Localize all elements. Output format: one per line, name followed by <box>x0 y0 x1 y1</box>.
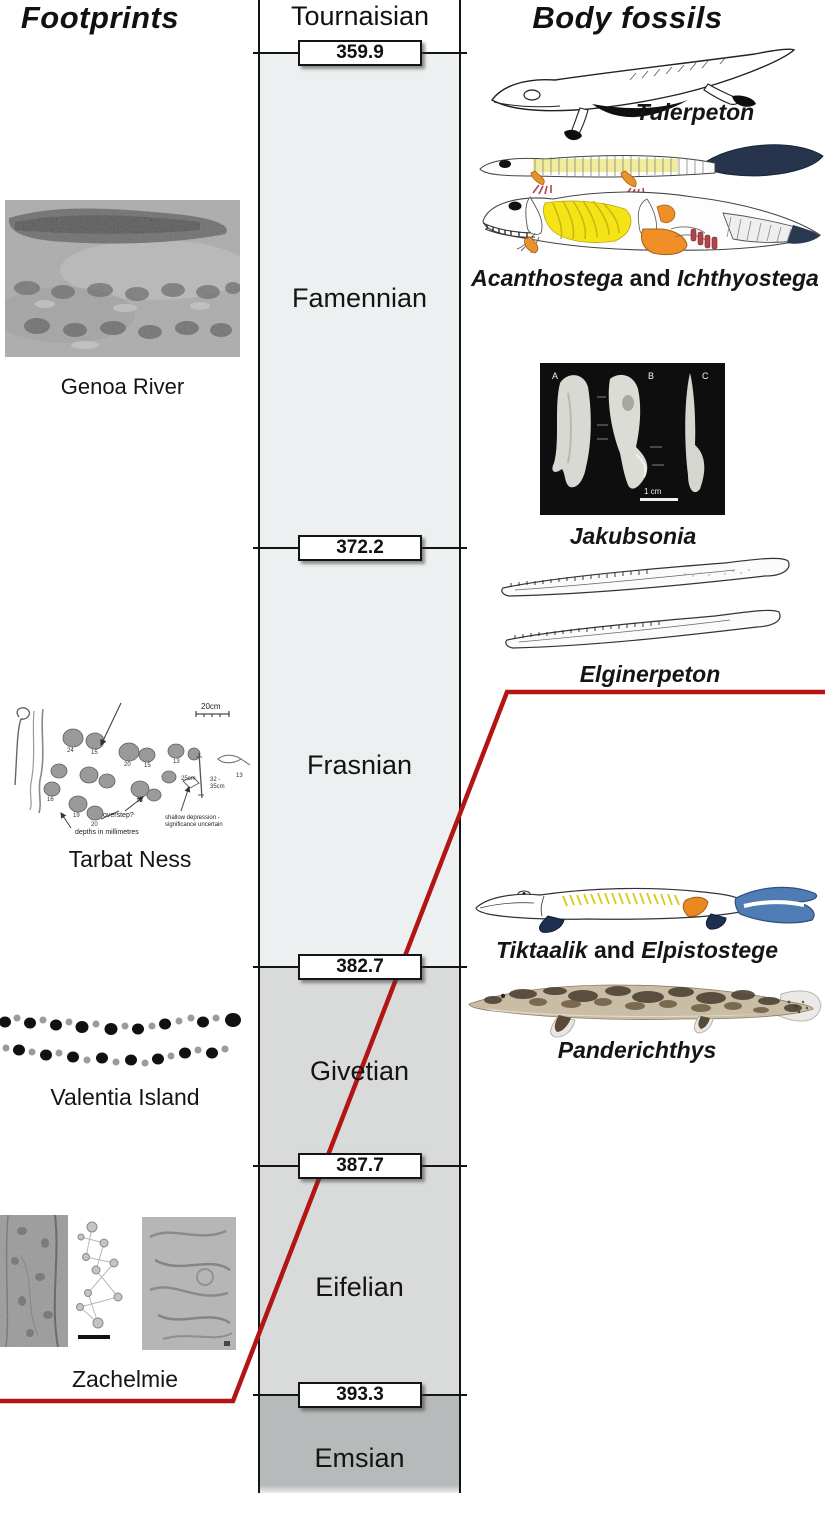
taxon-name: Tiktaalik <box>495 937 588 963</box>
taxon-name: Elpistostege <box>641 937 779 963</box>
taxon-name: Tulerpeton <box>635 99 755 125</box>
valentia-island-trackway-drawing <box>0 1013 241 1067</box>
stage-section-famennian <box>260 54 459 548</box>
site-label-genoa-river: Genoa River <box>60 374 185 399</box>
site-label-zachelmie: Zachelmie <box>71 1366 179 1392</box>
column-left-border <box>258 0 260 1493</box>
age-box-382-7: 382.7 <box>298 954 422 980</box>
stage-section-emsian <box>260 1395 459 1493</box>
taxon-name: Ichthyostega <box>676 265 819 291</box>
taxon-name: Jakubsonia <box>569 523 697 549</box>
stage-label-tournaisian: Tournaisian <box>290 1 430 31</box>
taxon-label-panderichthys: Panderichthys <box>537 1037 737 1064</box>
track-number: 20 <box>124 762 131 768</box>
tarbat-range-note-2: 35cm <box>210 784 225 790</box>
tarbat-scale-label: 20cm <box>201 702 221 711</box>
track-number: 24 <box>67 748 74 754</box>
jakubsonia-scale-label: 1 cm <box>644 487 662 496</box>
tulerpeton-reconstruction-drawing <box>490 48 796 141</box>
age-box-372-2: 372.2 <box>298 535 422 561</box>
age-box-359-9: 359.9 <box>298 40 422 66</box>
body-fossils-column-header: Body fossils <box>532 0 723 35</box>
tarbat-shallow-caption-2: significance uncertain <box>165 822 223 828</box>
taxon-label-elginerpeton: Elginerpeton <box>520 661 780 688</box>
zachelmie-trackway-diagram <box>76 1221 123 1339</box>
site-label-tarbat-ness: Tarbat Ness <box>68 846 192 872</box>
footprints-column-header: Footprints <box>20 0 180 35</box>
tarbat-range-note-1: 32 - <box>210 777 220 783</box>
stage-label-frasnian: Frasnian <box>306 750 413 780</box>
taxon-name: Panderichthys <box>557 1037 717 1063</box>
taxon-conjunction: and <box>623 265 677 291</box>
tarbat-shallow-caption-1: shallow depression - <box>165 815 220 821</box>
jakubsonia-panel-a: A <box>552 371 558 381</box>
taxon-conjunction: and <box>587 937 642 963</box>
zachelmie-photo-left <box>0 1215 68 1348</box>
acanthostega-ichthyostega-drawing <box>479 144 824 256</box>
stage-label-famennian: Famennian <box>291 283 428 313</box>
tiktaalik-elpistostege-drawing <box>475 886 818 933</box>
elginerpeton-jaw-drawings <box>501 557 790 649</box>
jakubsonia-panel-c: C <box>702 371 709 381</box>
taxon-label-acanthostega-ichthyostega: Acanthostega and Ichthyostega <box>470 265 820 292</box>
stage-label-emsian: Emsian <box>314 1443 405 1473</box>
track-number: 15 <box>144 763 151 769</box>
taxon-name: Elginerpeton <box>579 661 721 687</box>
taxon-label-tulerpeton: Tulerpeton <box>590 99 800 126</box>
tarbat-depths-caption: depths in millimetres <box>75 829 139 836</box>
column-right-border <box>459 0 461 1493</box>
track-number: 19 <box>73 813 80 819</box>
zachelmie-photo-right <box>142 1217 236 1350</box>
track-number: 15 <box>91 750 98 756</box>
taxon-name: Acanthostega <box>471 265 624 291</box>
stage-label-givetian: Givetian <box>309 1056 410 1086</box>
zachelmie-footprint-images <box>0 1215 236 1350</box>
genoa-river-trackway-photo <box>5 200 240 357</box>
tarbat-overstep-label: overstep? <box>103 812 134 819</box>
tarbat-depth-note: 25cm <box>181 776 196 782</box>
track-number: 16 <box>47 797 54 803</box>
age-box-387-7: 387.7 <box>298 1153 422 1179</box>
taxon-label-jakubsonia: Jakubsonia <box>528 523 738 550</box>
jakubsonia-panel-b: B <box>648 371 654 381</box>
taxon-label-tiktaalik-elpistostege: Tiktaalik and Elpistostege <box>477 937 797 964</box>
track-number: 13 <box>236 773 243 779</box>
track-number: 20 <box>91 822 98 828</box>
track-number: 13 <box>173 759 180 765</box>
site-label-valentia-island: Valentia Island <box>50 1084 200 1110</box>
tarbat-ness-trackway-diagram: 24 15 20 15 16 18 19 20 13 13 20cm 25cm … <box>3 695 253 837</box>
panderichthys-model-photo <box>468 984 822 1038</box>
jakubsonia-bone-photo: A B C 1 cm <box>540 363 725 515</box>
age-box-393-3: 393.3 <box>298 1382 422 1408</box>
stage-label-eifelian: Eifelian <box>315 1272 404 1302</box>
